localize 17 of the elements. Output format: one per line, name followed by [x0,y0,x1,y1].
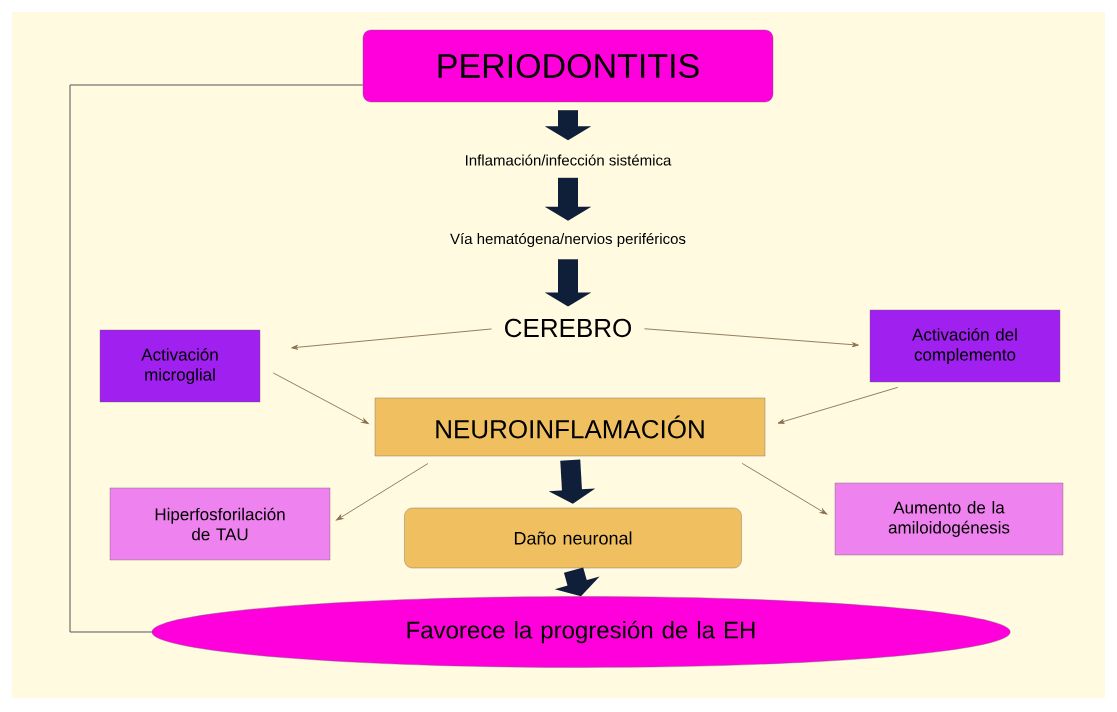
process-box: Activación del complemento [869,309,1061,383]
arrow [644,328,859,348]
process-box: NEUROINFLAMACIÓN [374,397,766,457]
arrow [291,328,492,350]
step-text: Vía hematógena/nervios periféricos [450,232,686,248]
arrow [777,386,899,424]
arrow [336,463,429,521]
arrow [273,372,369,424]
organ-label: CEREBRO [505,318,632,338]
process-box: Activación microglial [99,329,261,403]
process-box: Daño neuronal [404,507,742,569]
step-text: Inflamación/infección sistémica [466,154,672,166]
process-box: Aumento de la amiloidogénesis [834,482,1064,556]
feedback-line [69,84,364,633]
arrow [741,462,828,515]
title-box: PERIODONTITIS [362,29,774,103]
process-box: Hiperfosforilación de TAU [109,487,331,561]
